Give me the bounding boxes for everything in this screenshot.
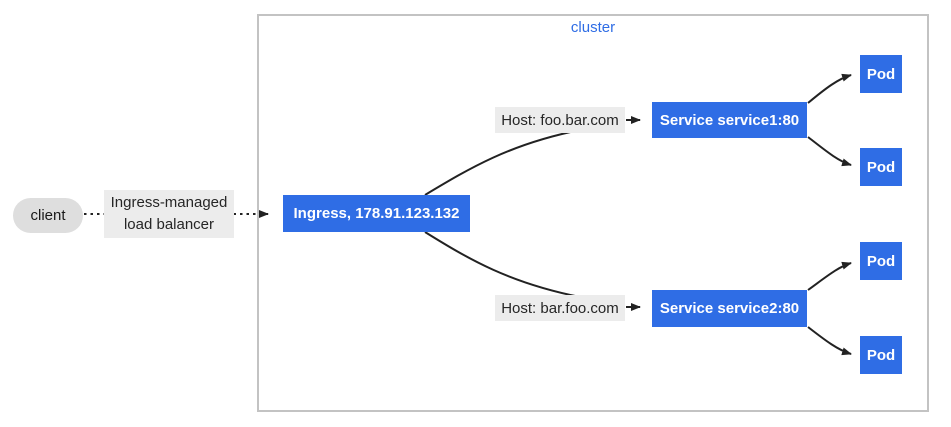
pod-node-service1-a: Pod [860,55,902,93]
pod-node-service2-b: Pod [860,336,902,374]
host-label-bar-foo-com: Host: bar.foo.com [495,295,625,321]
edge-service2-to-pod4 [807,326,852,356]
edge-service1-to-pod2 [807,136,852,167]
ingress-node: Ingress, 178.91.123.132 [283,195,470,232]
pod-node-service2-a: Pod [860,242,902,280]
host-label-foo-bar-com: Host: foo.bar.com [495,107,625,133]
client-node: client [13,198,83,233]
cluster-label: cluster [570,19,616,36]
edge-ingress-to-host1 [424,129,581,196]
service2-node: Service service2:80 [652,290,807,327]
cluster-boundary [257,14,929,412]
edge-service1-to-pod1 [807,73,852,104]
service1-node: Service service1:80 [652,102,807,138]
edge-ingress-to-host2 [424,231,581,298]
edge-service2-to-pod3 [807,261,852,291]
load-balancer-edge-label: Ingress-managed load balancer [104,190,234,238]
pod-node-service1-b: Pod [860,148,902,186]
